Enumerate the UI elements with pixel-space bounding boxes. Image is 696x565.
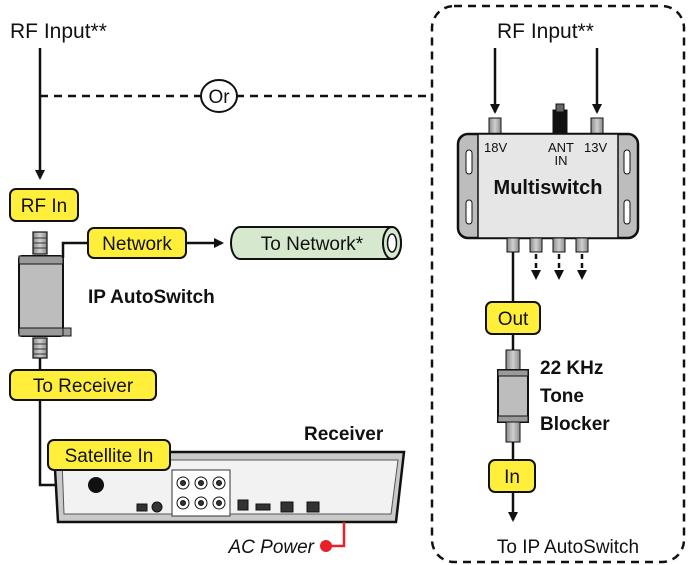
multiswitch-label: Multiswitch <box>494 177 603 199</box>
tone-blocker-body <box>497 369 529 423</box>
network-label: Network <box>102 234 172 255</box>
or-badge <box>200 79 238 113</box>
tone-blocker-label-line2: Tone <box>540 386 584 407</box>
tone-blocker-bottom-connector <box>505 421 521 443</box>
ac-power-label: AC Power <box>227 537 314 558</box>
to-network-label: To Network* <box>261 234 364 255</box>
satellite-in-port <box>88 477 104 493</box>
to-receiver-tag <box>9 369 157 401</box>
port-ant-label: ANT <box>548 140 574 155</box>
ip-autoswitch-label: IP AutoSwitch <box>88 287 215 308</box>
tone-blocker-top-connector <box>505 349 521 371</box>
out-label: Out <box>498 309 529 330</box>
receiver-rear-ports <box>136 469 320 517</box>
satellite-in-label: Satellite In <box>65 446 154 467</box>
ip-autoswitch-bottom-connector <box>32 337 48 359</box>
rf-input-right-label: RF Input** <box>497 20 594 43</box>
rf-in-tag <box>9 188 79 222</box>
multiswitch-option-box <box>430 4 686 564</box>
satellite-in-tag <box>47 439 171 471</box>
multiswitch-connector-18v <box>488 117 502 135</box>
ip-autoswitch-body <box>18 255 64 337</box>
or-label: Or <box>208 87 230 108</box>
multiswitch-outputs <box>506 237 589 253</box>
port-13v-label: 13V <box>584 140 607 155</box>
ac-power-cord <box>330 522 346 548</box>
network-wire <box>61 241 88 258</box>
port-18v-label: 18V <box>484 140 507 155</box>
to-receiver-label: To Receiver <box>33 376 134 397</box>
rf-input-left-label: RF Input** <box>10 20 107 43</box>
tone-blocker-label-line1: 22 KHz <box>540 358 603 379</box>
multiswitch-connector-ant <box>552 109 568 135</box>
multiswitch-connector-13v <box>590 117 604 135</box>
multiswitch-output-arrows <box>531 254 587 280</box>
receiver-label: Receiver <box>304 424 384 445</box>
tone-blocker-label-line3: Blocker <box>540 414 610 435</box>
network-tag <box>87 227 187 259</box>
rf-in-label: RF In <box>21 196 67 217</box>
port-in-label: IN <box>555 153 568 168</box>
to-ip-autoswitch-label: To IP AutoSwitch <box>497 537 639 558</box>
ac-power-plug <box>320 540 332 552</box>
in-label: In <box>504 467 520 488</box>
